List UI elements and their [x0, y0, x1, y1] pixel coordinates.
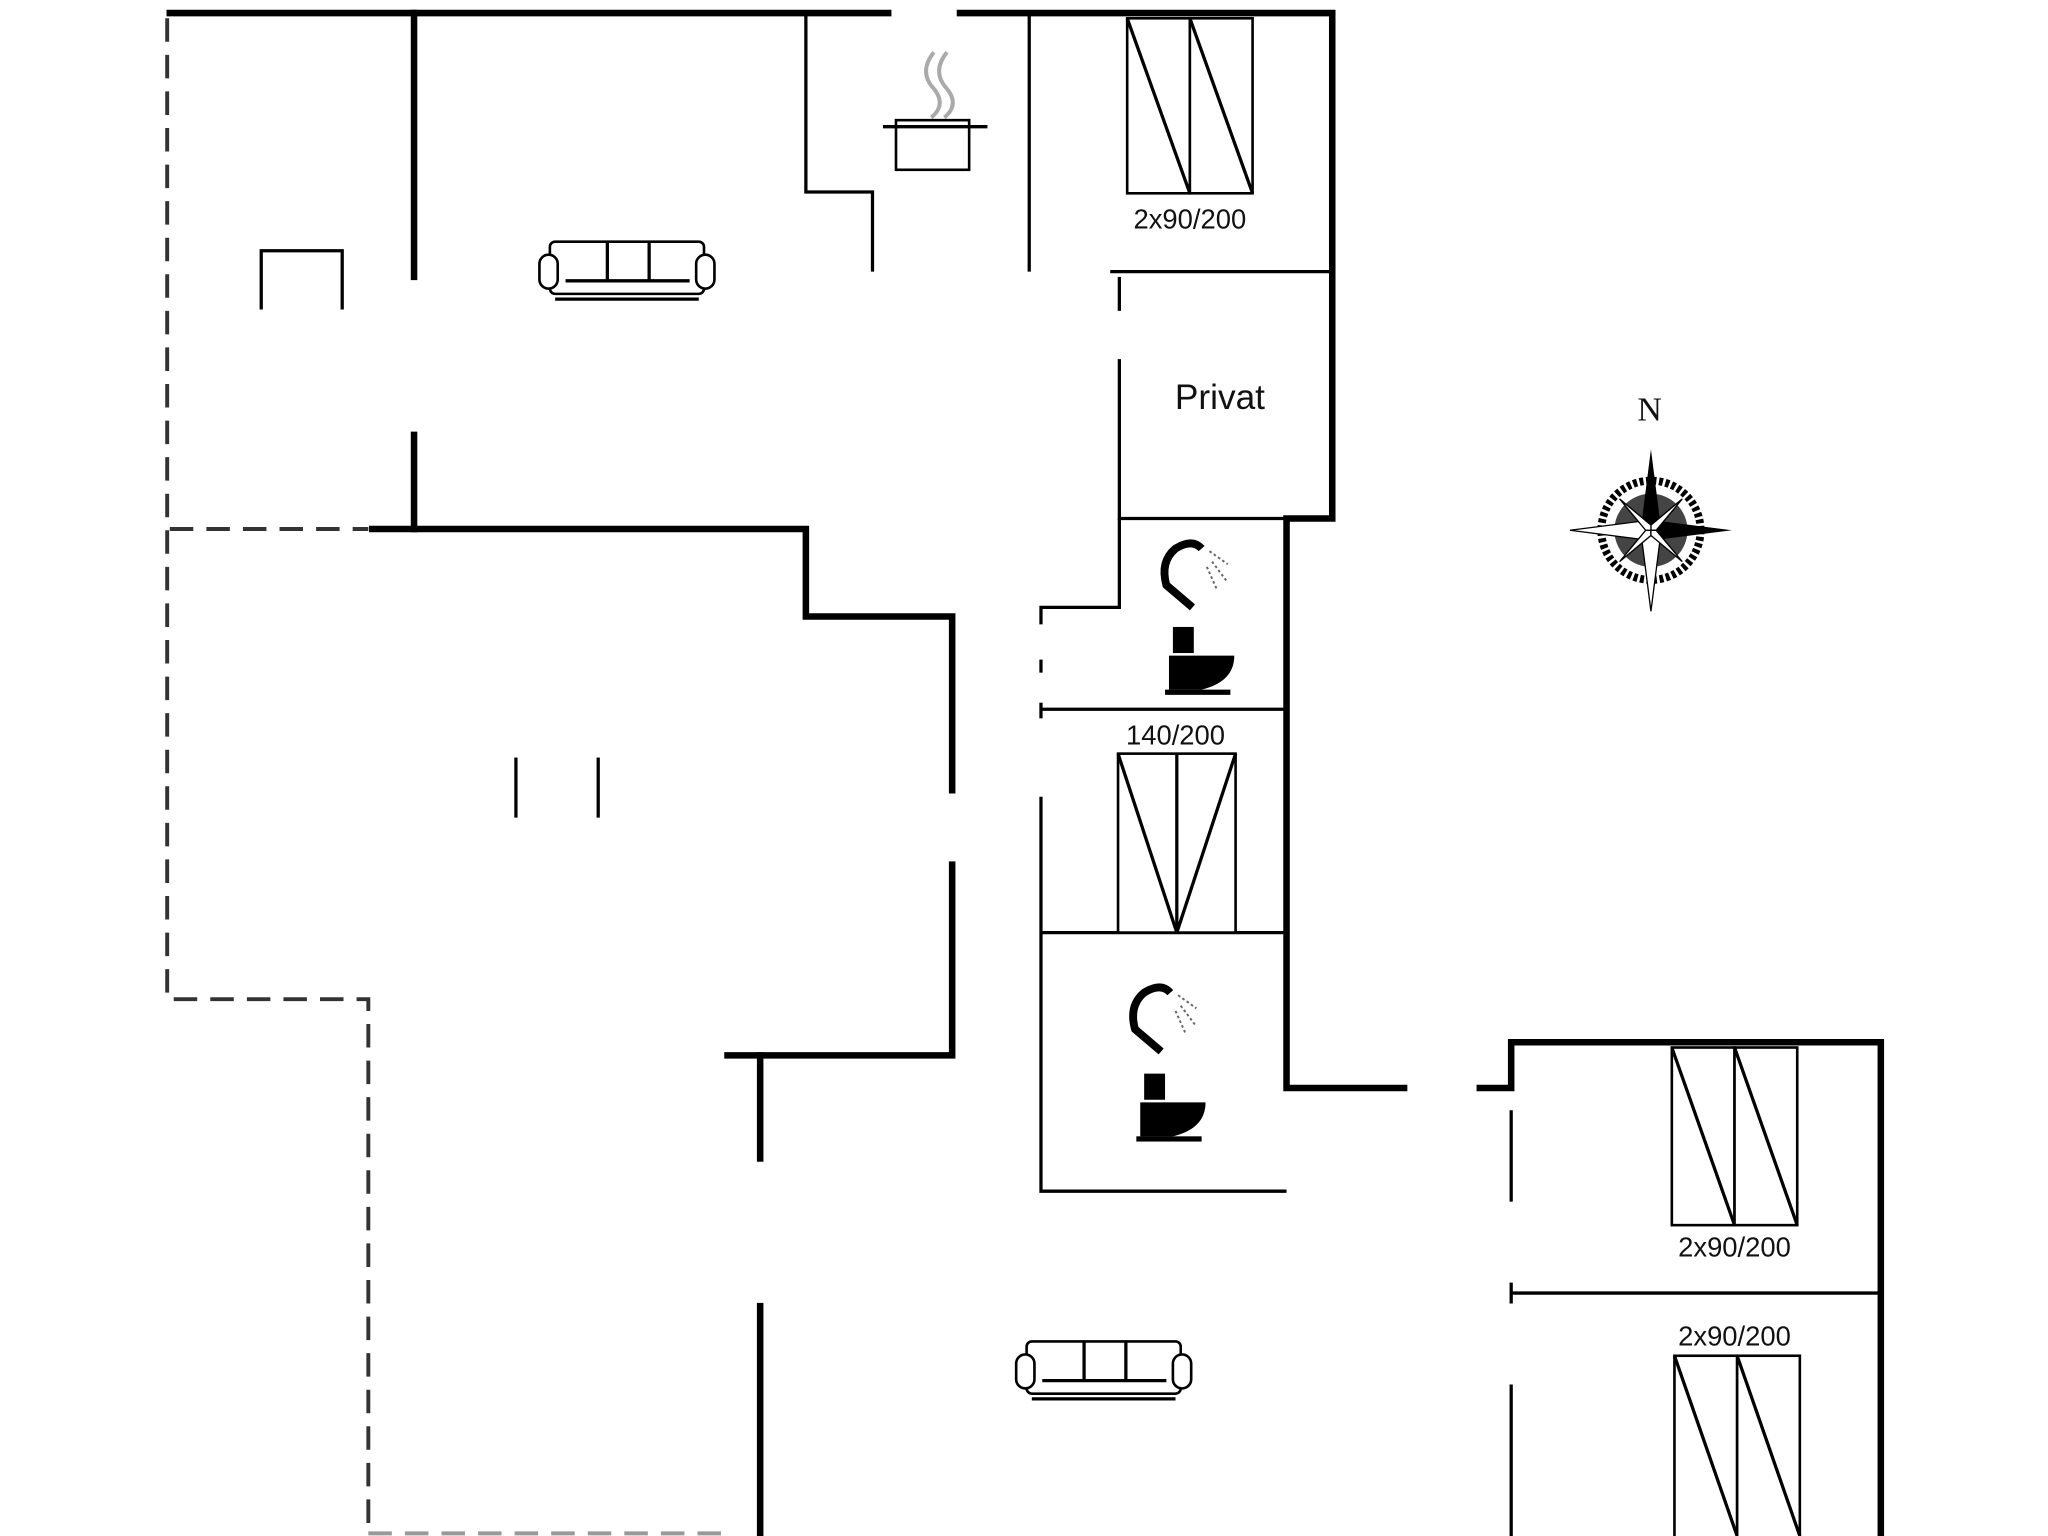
- cooking-pot-icon: [882, 51, 988, 172]
- compass-north-label: N: [1637, 392, 1662, 429]
- bed-size-label: 2x90/200: [1678, 1231, 1791, 1262]
- toilet-icon: [1136, 1073, 1206, 1142]
- sofa-icon: [538, 240, 716, 301]
- exterior-walls: [166, 9, 1885, 1536]
- shower-icon: [1160, 539, 1229, 611]
- bed-icon: [1670, 1046, 1799, 1227]
- bed-icon: [1125, 16, 1255, 195]
- toilet-icon: [1165, 626, 1235, 695]
- room-label-private: Privat: [1175, 378, 1265, 417]
- bed-size-label: 140/200: [1126, 719, 1225, 750]
- interior-walls: [368, 9, 1881, 1536]
- bed-size-label: 2x90/200: [1678, 1320, 1791, 1351]
- bed-size-label: 2x90/200: [1133, 204, 1246, 235]
- stairs-marks: [514, 757, 600, 818]
- sofa-icon: [1014, 1340, 1193, 1401]
- compass-rose-icon: [1569, 449, 1732, 612]
- bed-icon: [1116, 752, 1238, 934]
- bed-icon: [1672, 1354, 1802, 1536]
- fireplace-icon: [259, 249, 344, 310]
- terrace-outline: [165, 18, 728, 1536]
- shower-icon: [1129, 983, 1198, 1055]
